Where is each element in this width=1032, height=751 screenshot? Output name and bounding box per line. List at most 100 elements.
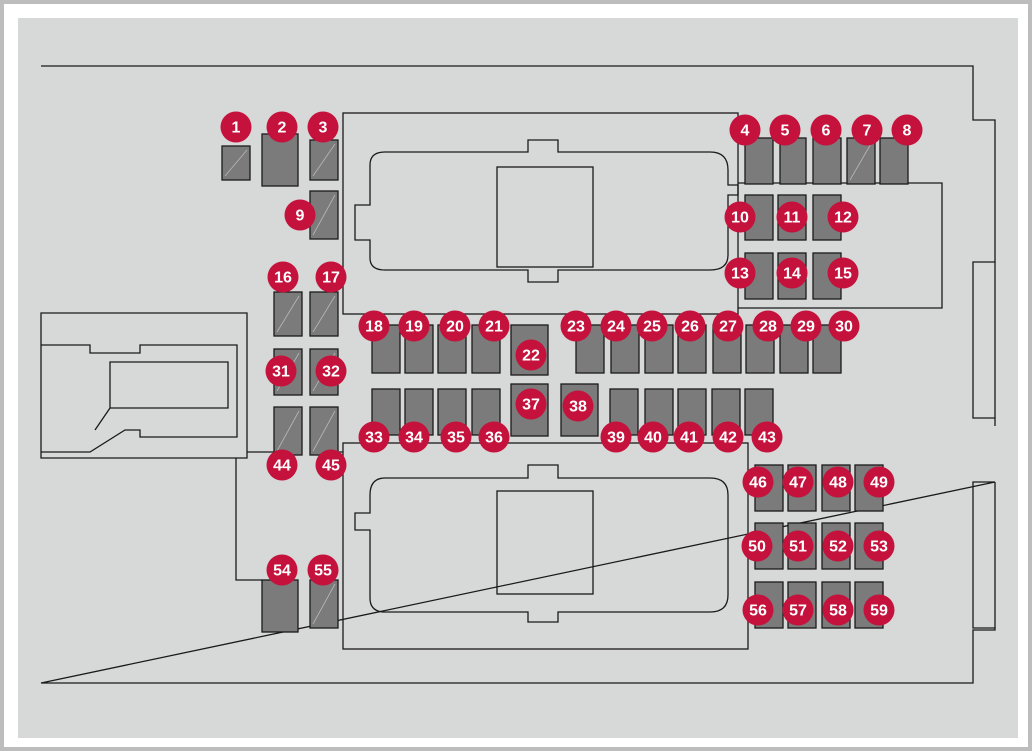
fuse-badge-circle xyxy=(828,310,860,342)
fuse-number-label: 3 xyxy=(319,120,328,137)
fuse-slot-16-hatch xyxy=(276,295,300,333)
fuse-badge-circle xyxy=(822,594,854,626)
fuse-badge-circle xyxy=(851,114,883,146)
fuse-badge-circle xyxy=(358,310,390,342)
fuse-badge-circle xyxy=(822,530,854,562)
fuse-number-label: 46 xyxy=(749,475,767,492)
fuse-number-label: 26 xyxy=(681,319,699,336)
fuse-number-label: 12 xyxy=(834,210,852,227)
fuse-badge-11: 11 xyxy=(776,201,808,233)
fuse-number-label: 7 xyxy=(863,123,872,140)
fuse-badge-52: 52 xyxy=(822,530,854,562)
fuse-number-label: 24 xyxy=(607,319,625,336)
fuse-badge-38: 38 xyxy=(562,390,594,422)
fuse-number-label: 43 xyxy=(758,430,776,447)
fuse-badge-25: 25 xyxy=(636,310,668,342)
fuse-number-label: 49 xyxy=(870,475,888,492)
upper-relay-core xyxy=(496,166,594,268)
fuse-badge-circle xyxy=(782,530,814,562)
fuse-number-label: 50 xyxy=(748,539,766,556)
fuse-badge-circle xyxy=(741,530,773,562)
fuse-number-label: 42 xyxy=(719,430,737,447)
fuse-badge-circle xyxy=(315,261,347,293)
fuse-badge-36: 36 xyxy=(478,421,510,453)
fuse-badge-circle xyxy=(515,388,547,420)
fuse-badge-34: 34 xyxy=(398,421,430,453)
fuse-badge-28: 28 xyxy=(752,310,784,342)
fuse-number-label: 51 xyxy=(789,539,807,556)
fuse-number-label: 32 xyxy=(322,364,340,381)
fuse-badge-circle xyxy=(284,199,316,231)
fuse-badge-circle xyxy=(440,421,472,453)
fuse-number-label: 35 xyxy=(447,430,465,447)
fuse-badge-22: 22 xyxy=(515,339,547,371)
fuse-badge-circle xyxy=(560,310,592,342)
fuse-number-label: 21 xyxy=(485,319,503,336)
fuse-number-label: 13 xyxy=(731,266,749,283)
fuse-slot-45-hatch xyxy=(312,410,336,452)
fuse-badge-32: 32 xyxy=(315,355,347,387)
fuse-badge-circle xyxy=(478,421,510,453)
fuse-badge-circle xyxy=(673,421,705,453)
fuse-badge-circle xyxy=(827,257,859,289)
fuse-badge-2: 2 xyxy=(266,111,298,143)
fuse-badge-circle xyxy=(600,310,632,342)
fuse-number-label: 55 xyxy=(314,563,332,580)
fuse-badge-circle xyxy=(810,114,842,146)
fuse-badge-19: 19 xyxy=(398,310,430,342)
fuse-number-label: 34 xyxy=(405,430,423,447)
fuse-number-label: 57 xyxy=(789,603,807,620)
fuse-badge-55: 55 xyxy=(307,554,339,586)
fuse-badge-circle xyxy=(827,201,859,233)
fuse-badge-54: 54 xyxy=(266,554,298,586)
fuse-badge-16: 16 xyxy=(267,261,299,293)
fuse-badge-12: 12 xyxy=(827,201,859,233)
fuse-badge-44: 44 xyxy=(266,449,298,481)
fuse-badge-17: 17 xyxy=(315,261,347,293)
fuse-badge-15: 15 xyxy=(827,257,859,289)
fuse-badge-27: 27 xyxy=(712,310,744,342)
fuse-slot-55-hatch xyxy=(312,583,336,625)
fuse-number-label: 38 xyxy=(569,399,587,416)
fuse-badge-circle xyxy=(729,114,761,146)
fuse-number-label: 39 xyxy=(607,430,625,447)
fuse-badge-circle xyxy=(220,111,252,143)
fuse-badge-51: 51 xyxy=(782,530,814,562)
fuse-badge-14: 14 xyxy=(776,257,808,289)
fuse-badge-circle xyxy=(600,421,632,453)
fuse-number-label: 5 xyxy=(781,123,790,140)
upper-relay xyxy=(354,139,739,283)
fuse-badge-circle xyxy=(742,594,774,626)
fuse-badge-circle xyxy=(822,466,854,498)
fuse-number-label: 19 xyxy=(405,319,423,336)
fuse-badge-50: 50 xyxy=(741,530,773,562)
fuse-badge-circle xyxy=(712,310,744,342)
connector-latch xyxy=(94,361,229,431)
fuse-badge-48: 48 xyxy=(822,466,854,498)
fuse-badge-7: 7 xyxy=(851,114,883,146)
fuse-badge-4: 4 xyxy=(729,114,761,146)
fuse-number-label: 16 xyxy=(274,270,292,287)
fuse-badge-circle xyxy=(863,594,895,626)
lower-relay xyxy=(354,464,729,623)
fuse-badge-3: 3 xyxy=(307,111,339,143)
fuse-number-label: 27 xyxy=(719,319,737,336)
connector-plug xyxy=(41,344,238,453)
fuse-badge-circle xyxy=(398,421,430,453)
fuse-badge-circle xyxy=(769,114,801,146)
fuse-badge-circle xyxy=(724,257,756,289)
fuse-badge-circle xyxy=(307,111,339,143)
fuse-badge-6: 6 xyxy=(810,114,842,146)
fuse-badge-circle xyxy=(398,310,430,342)
fuse-badge-58: 58 xyxy=(822,594,854,626)
fuse-badge-circle xyxy=(266,554,298,586)
fuse-badge-49: 49 xyxy=(863,466,895,498)
connector-housing xyxy=(40,312,248,459)
fuse-slot-6 xyxy=(812,137,842,185)
fuse-badge-31: 31 xyxy=(265,355,297,387)
fuse-badge-29: 29 xyxy=(790,310,822,342)
fuse-number-label: 20 xyxy=(446,319,464,336)
fuse-number-label: 53 xyxy=(870,539,888,556)
fuse-number-label: 11 xyxy=(784,210,801,227)
fuse-number-label: 15 xyxy=(834,266,852,283)
